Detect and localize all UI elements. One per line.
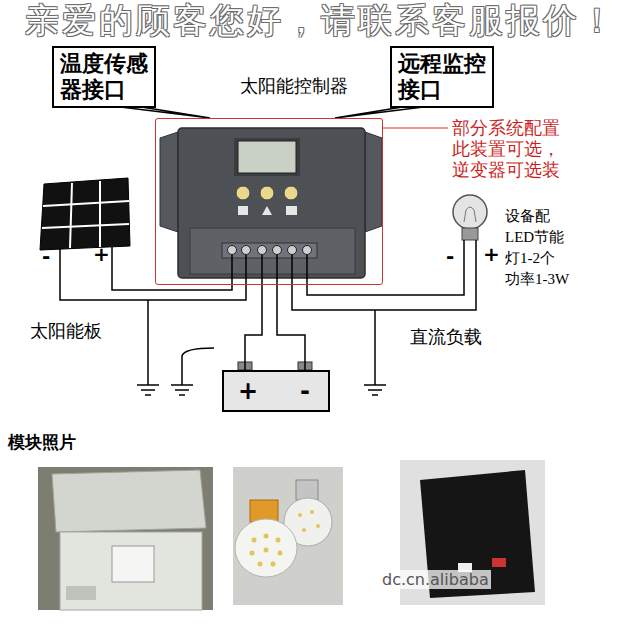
polarity-sign: -	[446, 246, 454, 266]
photo-led-bulbs	[233, 467, 343, 605]
callout-box: 温度传感 器接口	[52, 46, 156, 108]
battery-wire	[277, 285, 305, 370]
callout-pointer	[121, 107, 210, 118]
callout-text: 远程监控 接口	[398, 51, 486, 103]
battery-box: +-	[222, 370, 330, 412]
polarity-sign: -	[42, 246, 50, 266]
panel-wires	[60, 247, 246, 385]
controller-frame: 太阳能控制器	[155, 118, 383, 285]
battery-polarity: +	[238, 378, 258, 404]
callout-box: 远程监控 接口	[390, 46, 494, 108]
lamp-symbol	[453, 195, 487, 240]
polarity-sign: +	[93, 244, 110, 264]
callout-pointer	[335, 107, 423, 118]
photo-enclosure	[38, 467, 213, 610]
watermark: 亲爱的顾客您好，请联系客服报价！	[3, 0, 635, 40]
load-wires	[292, 240, 476, 385]
polarity-sign: +	[483, 244, 500, 264]
option-note: 部分系统配置 此装置可选， 逆变器可选装	[452, 118, 560, 181]
battery-polarity: -	[300, 378, 310, 404]
solar-panel	[40, 178, 130, 250]
load-note: 设备配 LED节能 灯1-2个 功率1-3W	[505, 206, 581, 290]
battery-wire	[245, 285, 262, 370]
terminal-wires	[262, 255, 277, 285]
watermark: dc.cn.alibaba	[380, 570, 491, 589]
note-leader	[383, 127, 448, 128]
part-label: 太阳能板	[30, 320, 102, 342]
controller-device	[160, 128, 382, 278]
part-label: 直流负载	[410, 326, 482, 348]
section-heading: 模块照片	[8, 432, 76, 453]
callout-text: 温度传感 器接口	[60, 51, 148, 103]
controller-title: 太阳能控制器	[240, 75, 348, 97]
